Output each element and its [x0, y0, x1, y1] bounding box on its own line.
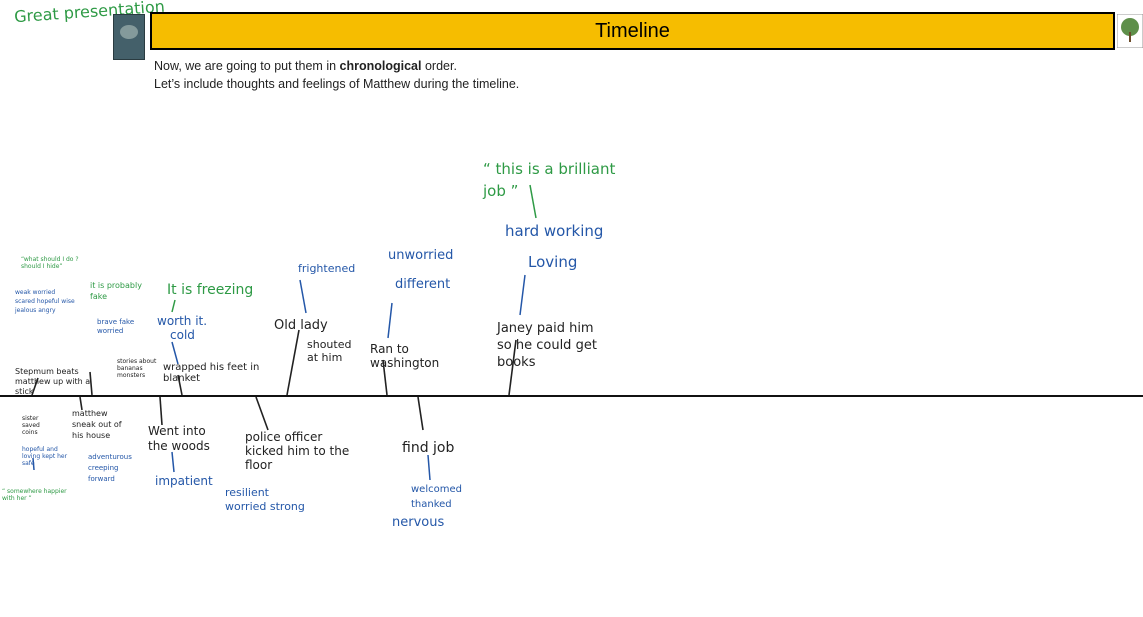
quote-brilliant-job: “ this is a brilliant job ”: [483, 160, 616, 200]
note-cold: cold: [170, 328, 195, 342]
intro-line-1: Now, we are going to put them in chronol…: [154, 59, 457, 73]
quote-freezing: It is freezing: [167, 282, 254, 298]
event-wrapped-feet: wrapped his feet in blanket: [163, 362, 260, 384]
note-impatient: impatient: [155, 474, 213, 488]
note-worth-it: worth it.: [157, 314, 208, 328]
note-frightened: frightened: [298, 262, 356, 275]
timeline-line: [0, 395, 1143, 397]
quote-what-should-i-do: “what should I do ? should I hide”: [21, 256, 79, 270]
note-brave-fake-worried: brave fake worried: [97, 318, 135, 335]
note-nervous: nervous: [392, 515, 445, 530]
event-went-into-woods: Went into the woods: [148, 424, 210, 453]
event-sneak-out: matthew sneak out of his house: [72, 409, 122, 440]
note-adventurous: adventurous creeping forward: [88, 453, 132, 483]
note-probably-fake: it is probably fake: [90, 281, 142, 301]
event-find-job: find job: [402, 440, 455, 456]
title-banner: Timeline: [150, 12, 1115, 50]
note-different: different: [395, 277, 451, 292]
event-ran-to-washington: Ran to washington: [370, 342, 440, 370]
tree-logo-icon: [1117, 14, 1143, 48]
note-loving: Loving: [528, 253, 578, 271]
note-welcomed-thanked: welcomed thanked: [411, 484, 462, 510]
page-title: Timeline: [595, 19, 670, 42]
book-cover-icon: [113, 14, 145, 60]
event-janey-paid: Janey paid him so he could get books: [497, 321, 597, 370]
quote-somewhere-happier: “ somewhere happier with her ”: [2, 488, 67, 502]
note-hard-working: hard working: [505, 222, 604, 240]
note-resilient-worried: resilient worried strong: [225, 486, 305, 513]
intro-text: Now, we are going to put them in chronol…: [154, 57, 519, 93]
event-shouted-at-him: shouted at him: [307, 338, 352, 364]
event-stepmum-beats: Stepmum beats matthew up with a stick: [15, 367, 91, 396]
note-feelings-list: weak worried scared hopeful wise jealous…: [15, 289, 75, 314]
event-old-lady: Old lady: [274, 318, 328, 333]
event-police-officer: police officer kicked him to the floor: [245, 430, 350, 472]
note-hopeful-loving: hopeful and loving kept her safe: [22, 446, 68, 467]
event-stories-monsters: stories about bananas monsters: [117, 358, 157, 379]
event-sister-saved-coins: sister saved coins: [22, 415, 40, 436]
intro-line-2: Let’s include thoughts and feelings of M…: [154, 77, 520, 91]
note-unworried: unworried: [388, 248, 454, 263]
